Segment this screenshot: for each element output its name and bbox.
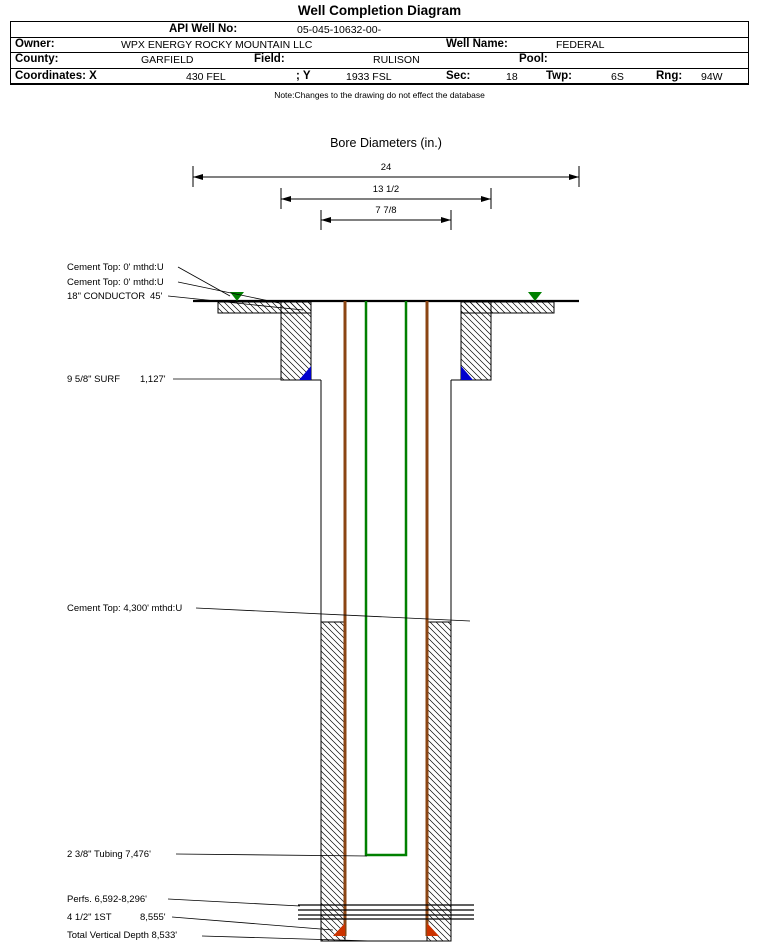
production-cement-left — [320, 621, 346, 942]
production-casing-label: 4 1/2" 1ST — [67, 912, 112, 923]
dim-arrowhead-icon — [481, 196, 491, 202]
production-cement-right — [426, 621, 452, 942]
production-casing-shoe-icon — [427, 923, 439, 936]
dim-arrowhead-icon — [441, 217, 451, 223]
dim-24-label: 24 — [381, 162, 392, 173]
leader-line — [195, 607, 471, 622]
note-text: Note:Changes to the drawing do not effec… — [274, 90, 485, 100]
pool-label: Pool: — [519, 53, 548, 65]
page-title: Well Completion Diagram — [297, 3, 462, 18]
dim-7-7-8-label: 7 7/8 — [375, 205, 396, 216]
conductor-depth: 45' — [150, 291, 163, 302]
rng-label: Rng: — [656, 70, 683, 82]
surface-casing-label: 9 5/8" SURF — [67, 374, 120, 385]
dim-13-1-2-label: 13 1/2 — [373, 184, 399, 195]
twp-value: 6S — [611, 71, 624, 83]
dimension-24: 24 — [192, 162, 580, 187]
county-value: GARFIELD — [141, 54, 194, 66]
dim-arrowhead-icon — [281, 196, 291, 202]
annotation-leaders — [167, 266, 471, 942]
surface-casing-shoe-icon — [461, 366, 473, 380]
conductor-label: 18" CONDUCTOR — [67, 291, 145, 302]
coords-y-value: 1933 FSL — [346, 71, 392, 83]
surface-casing-shoe-icon — [299, 366, 311, 380]
cement-top-0-label-2: Cement Top: 0' mthd:U — [67, 277, 164, 288]
cement-top-marker-icon — [230, 292, 244, 301]
twp-label: Twp: — [546, 70, 572, 82]
leader-line — [175, 853, 368, 857]
owner-label: Owner: — [15, 38, 55, 50]
perfs-label: Perfs. 6,592-8,296' — [67, 894, 147, 905]
field-value: RULISON — [373, 54, 420, 66]
api-value: 05-045-10632-00- — [297, 24, 382, 36]
tvd-label: Total Vertical Depth 8,533' — [67, 930, 177, 941]
leader-line — [177, 266, 231, 297]
bore-diameters-title: Bore Diameters (in.) — [330, 136, 442, 150]
well-info-table: API Well No: 05-045-10632-00- Owner: WPX… — [10, 21, 749, 85]
wellbore — [193, 292, 579, 942]
cement-top-4300-label: Cement Top: 4,300' mthd:U — [67, 603, 182, 614]
tubing-label: 2 3/8" Tubing 7,476' — [67, 849, 151, 860]
dim-arrowhead-icon — [569, 174, 579, 180]
owner-value: WPX ENERGY ROCKY MOUNTAIN LLC — [121, 39, 313, 51]
dim-arrowhead-icon — [321, 217, 331, 223]
dim-arrowhead-icon — [193, 174, 203, 180]
sec-value: 18 — [506, 71, 518, 83]
production-casing-shoe-icon — [333, 923, 345, 936]
surface-casing-cement-left — [280, 301, 312, 381]
leader-line — [167, 295, 304, 311]
coords-y-label: ; Y — [296, 70, 311, 82]
surface-casing-depth: 1,127' — [140, 374, 166, 385]
leader-line — [167, 898, 301, 907]
api-label: API Well No: — [169, 23, 238, 35]
well-name-label: Well Name: — [446, 38, 508, 50]
coords-x-value: 430 FEL — [186, 71, 226, 83]
field-label: Field: — [254, 53, 285, 65]
table-divider — [11, 68, 748, 69]
leader-line — [177, 281, 280, 304]
production-casing-depth: 8,555' — [140, 912, 166, 923]
dimension-13-1-2: 13 1/2 — [280, 184, 492, 209]
table-divider — [11, 37, 748, 38]
rng-value: 94W — [701, 71, 723, 83]
table-divider — [11, 52, 748, 53]
well-name-value: FEDERAL — [556, 39, 605, 51]
county-label: County: — [15, 53, 59, 65]
cement-top-marker-icon — [528, 292, 542, 301]
annotation-labels: Cement Top: 0' mthd:U Cement Top: 0' mth… — [67, 262, 182, 941]
leader-line — [201, 935, 373, 942]
dimension-7-7-8: 7 7/8 — [320, 205, 452, 230]
surface-casing-cement-right — [460, 301, 492, 381]
leader-line — [171, 916, 334, 931]
cement-top-0-label-1: Cement Top: 0' mthd:U — [67, 262, 164, 273]
tubing-string — [364, 301, 408, 857]
sec-label: Sec: — [446, 70, 471, 82]
coordinates-label: Coordinates: X — [15, 70, 97, 82]
